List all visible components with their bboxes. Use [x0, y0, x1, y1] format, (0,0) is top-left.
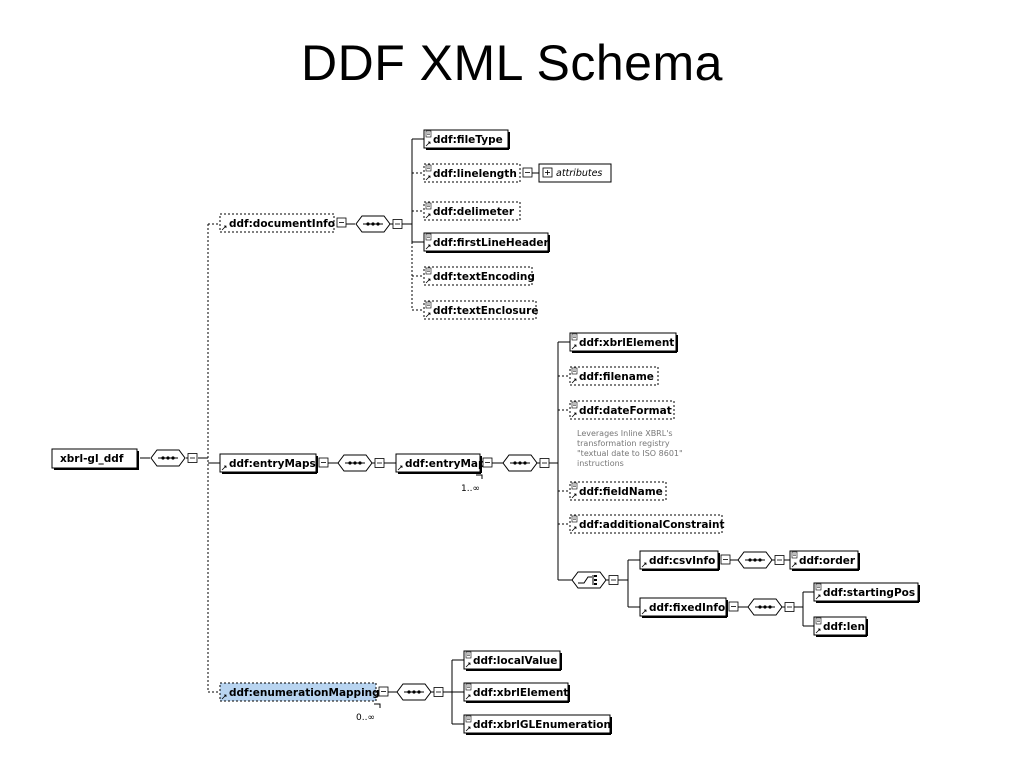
element-label: ddf:fieldName [579, 486, 663, 498]
element-box-field-name[interactable]: ddf:fieldName [569, 481, 667, 501]
element-box-xbrl-glenumeration[interactable]: ddf:xbrlGLEnumeration [463, 714, 612, 735]
connector-lines [140, 138, 814, 725]
documentation-icon [465, 651, 472, 659]
documentation-icon [571, 515, 578, 523]
element-label: ddf:xbrlGLEnumeration [473, 719, 611, 731]
documentation-icon [815, 583, 822, 591]
sequence-compositor-enummapping[interactable] [396, 683, 444, 701]
annotation-line-4: instructions [577, 459, 624, 468]
root-element-xbrl-gl-ddf[interactable]: xbrl-gl_ddf [51, 448, 139, 470]
sequence-compositor-documentinfo[interactable] [355, 215, 403, 233]
collapse-icon[interactable] [336, 217, 347, 228]
element-box-linelength[interactable]: ddf:linelength [423, 163, 533, 183]
element-label: ddf:enumerationMapping [229, 687, 380, 699]
element-label: ddf:delimeter [433, 206, 515, 218]
element-box-order[interactable]: ddf:order [789, 550, 860, 571]
element-box-file-type[interactable]: ddf:fileType [423, 129, 510, 150]
element-label: ddf:csvInfo [649, 555, 715, 567]
sequence-compositor-entrymaps[interactable] [337, 454, 385, 472]
element-box-local-value[interactable]: ddf:localValue [463, 650, 562, 671]
attributes-label: attributes [556, 168, 602, 179]
documentation-icon [425, 267, 432, 275]
annotation-line-2: transformation registry [577, 439, 670, 448]
annotation-line-3: "textual date to ISO 8601" [577, 449, 683, 458]
collapse-icon[interactable] [522, 167, 533, 178]
annotation-line-1: Leverages Inline XBRL's [577, 429, 673, 438]
documentation-icon [815, 617, 822, 625]
element-label: ddf:linelength [433, 168, 517, 180]
element-label: ddf:documentInfo [229, 218, 335, 230]
element-label: ddf:additionalConstraint [579, 519, 725, 531]
element-label: ddf:entryMaps [229, 458, 316, 470]
element-label: ddf:localValue [473, 655, 557, 667]
element-label: ddf:entryMap [405, 458, 486, 470]
documentation-icon [425, 233, 432, 241]
element-box-len[interactable]: ddf:len [813, 616, 868, 637]
element-box-starting-pos[interactable]: ddf:startingPos [813, 582, 920, 603]
sequence-compositor-csvinfo[interactable] [737, 551, 785, 569]
sequence-compositor-entrymap[interactable] [502, 454, 550, 472]
element-label: ddf:fixedInfo [649, 602, 725, 614]
documentation-icon [571, 367, 578, 375]
documentation-icon [465, 683, 472, 691]
element-box-enumeration-mapping[interactable]: ddf:enumerationMapping [219, 682, 389, 702]
documentation-icon [571, 401, 578, 409]
element-label: ddf:filename [579, 371, 654, 383]
element-box-xbrl-element[interactable]: ddf:xbrlElement [463, 682, 570, 703]
element-label: ddf:textEnclosure [433, 305, 538, 317]
element-label: ddf:xbrlElement [579, 337, 674, 349]
collapse-icon[interactable] [482, 457, 493, 468]
collapse-icon[interactable] [728, 601, 739, 612]
documentation-icon [425, 202, 432, 210]
element-box-csv-info[interactable]: ddf:csvInfo [639, 550, 731, 571]
element-box-fixed-info[interactable]: ddf:fixedInfo [639, 597, 739, 618]
element-box-text-enclosure[interactable]: ddf:textEnclosure [423, 300, 538, 320]
collapse-icon[interactable] [378, 686, 389, 697]
documentation-icon [571, 482, 578, 490]
element-box-date-format[interactable]: ddf:dateFormat [569, 400, 675, 420]
element-label: ddf:xbrlElement [473, 687, 568, 699]
attributes-box[interactable]: attributes [538, 163, 612, 183]
element-label: ddf:firstLineHeader [433, 237, 550, 249]
documentation-icon [425, 164, 432, 172]
element-box-first-line-header[interactable]: ddf:firstLineHeader [423, 232, 550, 253]
collapse-icon[interactable] [318, 457, 329, 468]
sequence-compositor-fixedinfo[interactable] [747, 598, 795, 616]
element-box-filename[interactable]: ddf:filename [569, 366, 659, 386]
element-box-delimeter[interactable]: ddf:delimeter [423, 201, 521, 221]
documentation-icon [791, 551, 798, 559]
element-label: ddf:startingPos [823, 587, 915, 599]
documentation-icon [425, 130, 432, 138]
element-box-xbrl-element[interactable]: ddf:xbrlElement [569, 332, 678, 353]
element-label: ddf:fileType [433, 134, 503, 146]
sequence-compositor-root[interactable] [150, 449, 198, 467]
element-box-entry-maps[interactable]: ddf:entryMaps [219, 453, 329, 474]
enummapping-occurs: 0..∞ [356, 713, 375, 723]
element-label: ddf:len [823, 621, 865, 633]
element-label: ddf:textEncoding [433, 271, 535, 283]
collapse-icon[interactable] [720, 554, 731, 565]
element-box-document-info[interactable]: ddf:documentInfo [219, 213, 347, 233]
choice-compositor-entrymap[interactable] [571, 571, 619, 589]
element-box-entry-map[interactable]: ddf:entryMap [395, 453, 493, 474]
element-label: ddf:dateFormat [579, 405, 672, 417]
root-label: xbrl-gl_ddf [60, 453, 124, 465]
element-box-additional-constraint[interactable]: ddf:additionalConstraint [569, 514, 725, 534]
slide-title: DDF XML Schema [301, 35, 723, 91]
element-box-text-encoding[interactable]: ddf:textEncoding [423, 266, 535, 286]
dateformat-annotation: Leverages Inline XBRL's transformation r… [577, 429, 683, 468]
element-label: ddf:order [799, 555, 856, 567]
entrymap-occurs: 1..∞ [461, 484, 480, 494]
documentation-icon [425, 301, 432, 309]
documentation-icon [571, 333, 578, 341]
documentation-icon [465, 715, 472, 723]
